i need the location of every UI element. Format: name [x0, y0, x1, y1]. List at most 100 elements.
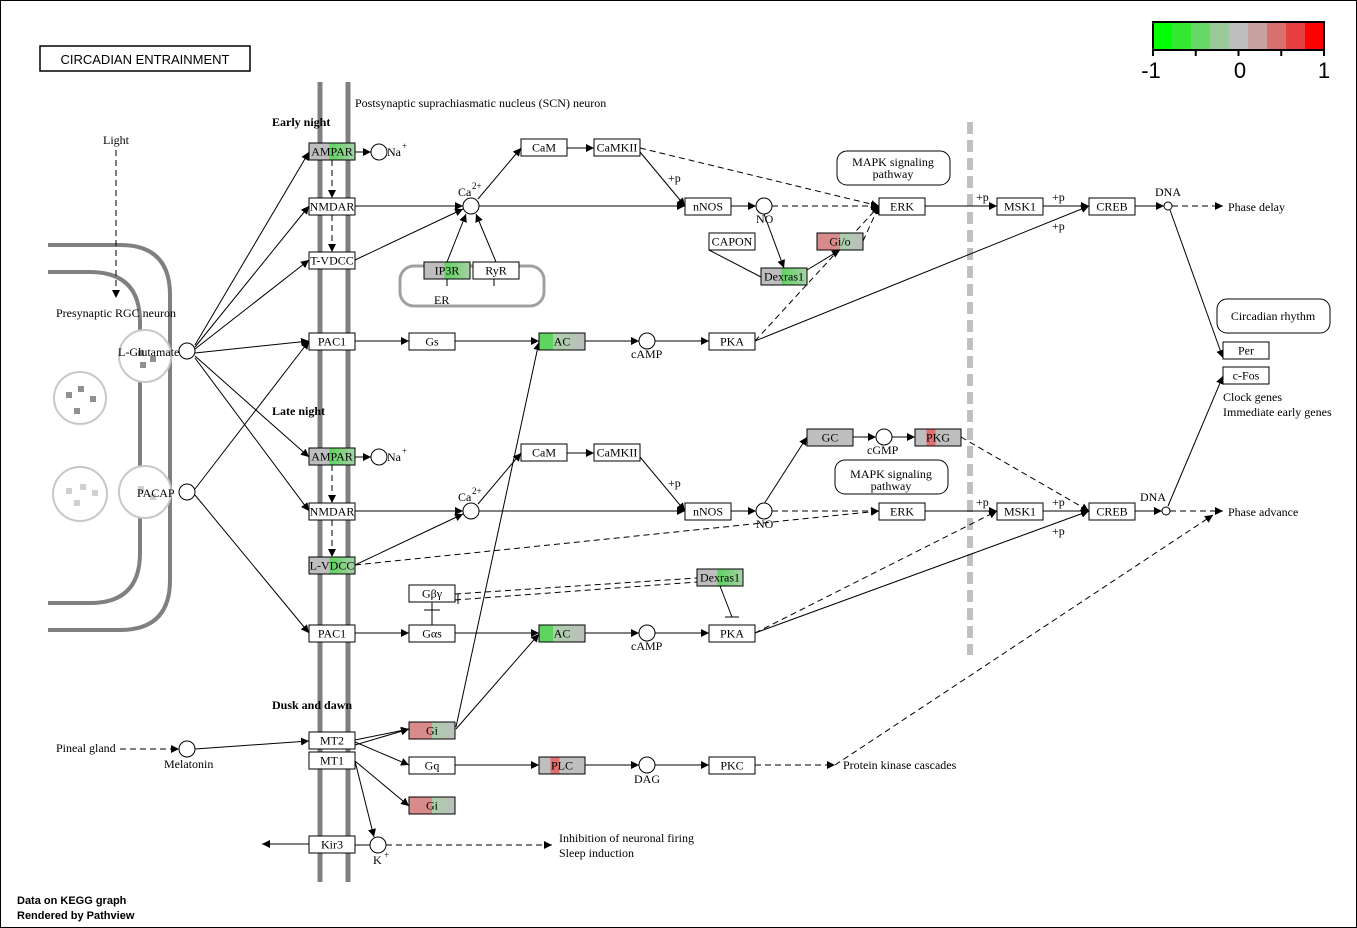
sleep-induction-label: Sleep induction — [559, 846, 634, 860]
gene-gby-label: Gβγ — [422, 587, 443, 601]
immediate-early-genes-label: Immediate early genes — [1223, 405, 1332, 419]
map-link-mapk-1[interactable]: MAPK signaling pathway — [836, 150, 951, 186]
gene-cam2-box — [520, 443, 568, 462]
edge — [354, 741, 410, 766]
gene-erk2[interactable]: ERK — [878, 502, 926, 521]
plus-p-1: +p — [668, 171, 681, 185]
gene-camkii2[interactable]: CaMKII — [593, 443, 641, 462]
compound-k[interactable] — [369, 836, 387, 854]
gene-gc-label: GC — [822, 431, 839, 445]
gene-ac1[interactable]: AC — [538, 332, 586, 351]
edges — [112, 144, 1225, 849]
gene-dexras1a[interactable]: Dexras1 — [760, 267, 808, 286]
gene-ip3r[interactable]: IP3R — [423, 261, 471, 280]
gene-dexras1b[interactable]: Dexras1 — [696, 568, 744, 587]
ca-charge-1: 2+ — [472, 181, 482, 191]
pathway-title: CIRCADIAN ENTRAINMENT — [60, 52, 229, 67]
gene-cfos[interactable]: c-Fos — [1222, 366, 1270, 385]
vesicle-dots-light — [66, 484, 156, 506]
compound-na1[interactable] — [370, 143, 388, 161]
compound-mel[interactable] — [178, 740, 196, 758]
plus-p-6: +p — [976, 495, 989, 509]
gene-msk1a[interactable]: MSK1 — [996, 197, 1044, 216]
edge — [806, 249, 841, 271]
gene-gi2[interactable]: Gi — [408, 796, 456, 815]
map-link-mapk-2[interactable]: MAPK signaling pathway — [834, 459, 949, 495]
legend-swatch — [1210, 22, 1229, 50]
k-label: K — [373, 853, 382, 867]
gene-gio[interactable]: Gi/o — [816, 232, 864, 251]
compound-camp1[interactable] — [638, 332, 656, 350]
gene-creb2[interactable]: CREB — [1088, 502, 1136, 521]
compound-camp2[interactable] — [638, 624, 656, 642]
gene-camkii1-box — [593, 138, 641, 157]
gene-camkii1[interactable]: CaMKII — [593, 138, 641, 157]
gene-pac1b[interactable]: PAC1 — [308, 624, 356, 643]
gene-kir3[interactable]: Kir3 — [308, 835, 356, 854]
gene-gq[interactable]: Gq — [408, 756, 456, 775]
gene-dexras1b-box — [696, 568, 744, 587]
gene-nnos1[interactable]: nNOS — [684, 197, 732, 216]
gene-msk1b[interactable]: MSK1 — [996, 502, 1044, 521]
gene-nmdar1-label: NMDAR — [310, 200, 355, 214]
gene-ampar1[interactable]: AMPAR — [308, 142, 356, 161]
gene-per-box — [1222, 341, 1270, 360]
gene-plc[interactable]: PLC — [538, 756, 586, 775]
gene-erk1[interactable]: ERK — [878, 197, 926, 216]
gene-gs1[interactable]: Gs — [408, 332, 456, 351]
compound-ca2[interactable] — [462, 502, 480, 520]
map-link-circadian-rhythm[interactable]: Circadian rhythm — [1216, 298, 1331, 334]
edge — [763, 436, 808, 505]
gene-erk1-box — [878, 197, 926, 216]
gene-ryr[interactable]: RyR — [472, 261, 520, 280]
gene-ac2[interactable]: AC — [538, 624, 586, 643]
compound-no2[interactable] — [755, 502, 773, 520]
gene-ip3r-label: IP3R — [435, 264, 460, 278]
gene-mt1[interactable]: MT1 — [308, 751, 356, 770]
gene-gc-box — [806, 428, 854, 447]
edge — [477, 452, 522, 505]
compound-glu[interactable] — [178, 342, 196, 360]
gene-ampar2[interactable]: AMPAR — [308, 447, 356, 466]
compound-na2[interactable] — [370, 448, 388, 466]
gene-cam2[interactable]: CaM — [520, 443, 568, 462]
gene-gas[interactable]: Gαs — [408, 624, 456, 643]
gene-nnos2[interactable]: nNOS — [684, 502, 732, 521]
edge — [454, 581, 698, 601]
gene-gio-label: Gi/o — [829, 235, 850, 249]
na-charge-2: + — [402, 446, 407, 456]
gene-pka2[interactable]: PKA — [708, 624, 756, 643]
compound-pacap[interactable] — [178, 483, 196, 501]
gene-pka1-label: PKA — [720, 335, 744, 349]
legend-min-label: -1 — [1141, 58, 1161, 83]
gene-tvdcc[interactable]: T-VDCC — [308, 251, 356, 270]
gene-nmdar2[interactable]: NMDAR — [308, 502, 356, 521]
gene-pkg[interactable]: PKG — [914, 428, 962, 447]
gene-ryr-box — [472, 261, 520, 280]
gene-creb1[interactable]: CREB — [1088, 197, 1136, 216]
gene-cam1[interactable]: CaM — [520, 138, 568, 157]
gene-gi1[interactable]: Gi — [408, 721, 456, 740]
gene-pkc[interactable]: PKC — [708, 756, 756, 775]
compound-dna2[interactable] — [1161, 506, 1171, 516]
gene-capon[interactable]: CAPON — [708, 232, 756, 251]
compound-dag[interactable] — [638, 756, 656, 774]
gene-creb1-box — [1088, 197, 1136, 216]
gene-gc[interactable]: GC — [806, 428, 854, 447]
no-label-1: NO — [756, 212, 774, 226]
edge — [639, 456, 686, 512]
gene-pka1[interactable]: PKA — [708, 332, 756, 351]
compound-cgmp[interactable] — [875, 428, 893, 446]
gene-mt2[interactable]: MT2 — [308, 731, 356, 750]
compound-no1[interactable] — [755, 197, 773, 215]
legend-swatch — [1191, 22, 1210, 50]
gene-lvdcc[interactable]: L-VDCC — [308, 556, 356, 575]
compound-ca1[interactable] — [462, 197, 480, 215]
gene-nmdar1[interactable]: NMDAR — [308, 197, 356, 216]
gene-per[interactable]: Per — [1222, 341, 1270, 360]
gene-gby[interactable]: Gβγ — [408, 584, 456, 603]
edge — [354, 208, 464, 261]
gene-pac1a[interactable]: PAC1 — [308, 332, 356, 351]
compound-dna1[interactable] — [1163, 201, 1173, 211]
edge — [194, 340, 310, 490]
